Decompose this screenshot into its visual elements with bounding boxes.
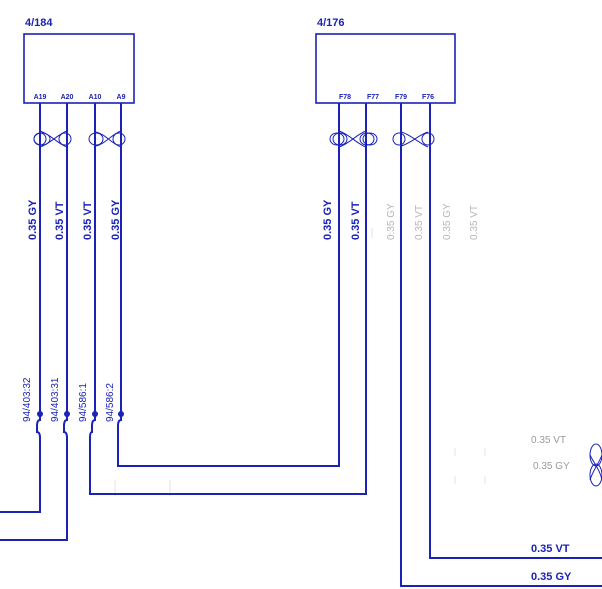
- connector-body: [23, 33, 135, 104]
- connector-ref: 4/176: [317, 17, 345, 29]
- pin-label: F79: [395, 94, 407, 101]
- twist-icon: [329, 130, 378, 148]
- twisted-pair-symbols: [33, 130, 602, 487]
- connector-ref: 4/184: [25, 17, 53, 29]
- pin-label: A10: [89, 94, 102, 101]
- wire-label: 0.35 VT: [531, 435, 566, 446]
- faint-wire-labels: 0.35 GY 0.35 VT 0.35 GY 0.35 VT: [386, 203, 480, 240]
- wire-label: 0.35 VT: [350, 201, 362, 240]
- wire-label: 0.35 GY: [442, 203, 453, 240]
- wire-a20: [0, 103, 68, 541]
- wire-a10: [89, 103, 367, 495]
- pin-label: F77: [367, 94, 379, 101]
- right-faint-labels: 0.35 VT 0.35 GY: [531, 435, 570, 472]
- wire-a9: [117, 103, 340, 467]
- twist-icon: [33, 130, 72, 148]
- wire-label: 0.35 VT: [414, 205, 425, 240]
- bottom-labels: 0.35 VT 0.35 GY: [531, 543, 572, 583]
- mid-wire-labels: 0.35 GY 0.35 VT: [322, 199, 362, 240]
- splice-label: 94/586:1: [78, 383, 89, 422]
- pin-label: A19: [34, 94, 47, 101]
- splice-label: 94/403:31: [50, 377, 61, 422]
- twist-icon: [589, 443, 602, 487]
- twist-icon: [392, 131, 435, 148]
- wire-label: 0.35 GY: [110, 199, 122, 240]
- wire-label: 0.35 VT: [531, 543, 570, 555]
- wire-label: 0.35 VT: [469, 205, 480, 240]
- wire-a19: [0, 103, 41, 513]
- pin-label: F76: [422, 94, 434, 101]
- wire-label: 0.35 VT: [82, 201, 94, 240]
- wire-f76: [429, 103, 602, 559]
- wire-label: 0.35 GY: [533, 461, 570, 472]
- left-wire-labels: 0.35 GY 0.35 VT 0.35 VT 0.35 GY: [27, 199, 122, 240]
- pin-label: A9: [117, 94, 126, 101]
- connector-4-184[interactable]: 4/184 A19 A20 A10 A9: [23, 17, 135, 104]
- wire-label: 0.35 VT: [54, 201, 66, 240]
- wire-label: 0.35 GY: [386, 203, 397, 240]
- connector-body: [315, 33, 456, 104]
- wires-4-184[interactable]: [0, 103, 367, 541]
- wire-label: 0.35 GY: [322, 199, 334, 240]
- wires-4-176[interactable]: [400, 103, 602, 587]
- splice-labels: 94/403:32 94/403:31 94/586:1 94/586:2: [22, 377, 116, 422]
- wire-label: 0.35 GY: [27, 199, 39, 240]
- wire-f79: [400, 103, 602, 587]
- splice-label: 94/586:2: [105, 383, 116, 422]
- wire-label: 0.35 GY: [531, 571, 572, 583]
- splice-dots: [37, 411, 124, 417]
- pin-label: F78: [339, 94, 351, 101]
- twist-icon: [88, 130, 126, 148]
- pin-label: A20: [61, 94, 74, 101]
- splice-label: 94/403:32: [22, 377, 33, 422]
- connector-4-176[interactable]: 4/176 F78 F77 F79 F76: [315, 17, 456, 104]
